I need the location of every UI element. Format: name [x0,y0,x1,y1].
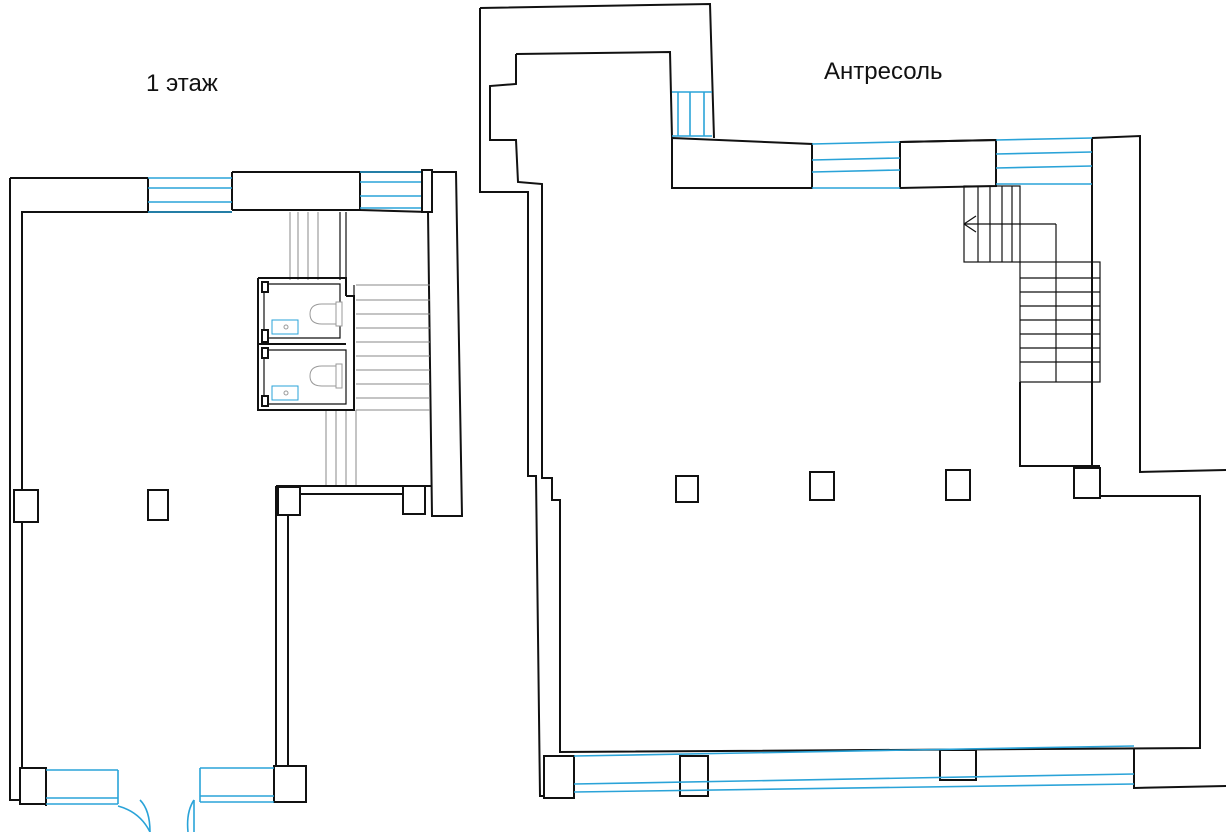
mezzanine-outer-wall [479,2,1226,797]
floor1-wc-block [257,277,355,411]
floor1-column [273,765,307,803]
mezzanine-bottom-window [573,745,1135,793]
mezzanine-column [809,471,835,501]
mezzanine-window-top-1 [811,141,901,189]
floor1-title: 1 этаж [146,70,218,97]
floor1-plan [9,169,464,832]
toilet-icon [309,365,337,387]
floor1-entrance-door [117,799,195,832]
floor1-staircase [289,212,430,486]
toilet-icon [309,303,337,325]
floor1-corner-pier [421,169,433,213]
floor1-partition [275,485,432,770]
floor1-column [402,485,426,515]
floor1-column [277,486,301,516]
mezzanine-top-wall [671,136,997,190]
floor1-column [13,489,39,523]
floor1-bottom-window-right [199,767,274,803]
mezzanine-staircase [963,185,1101,467]
floor1-top-window-2 [360,171,422,209]
mezzanine-column [675,475,699,503]
mezzanine-title: Антресоль [824,58,943,85]
floor1-top-window-1 [148,177,232,213]
mezzanine-column [543,755,575,799]
mezzanine-inner-wall [489,50,1201,754]
floor1-bottom-window-left [46,769,119,805]
mezzanine-column [939,749,977,781]
mezzanine-window-top-small [672,91,712,137]
mezzanine-plan [479,2,1226,799]
floor1-column [147,489,169,521]
floor1-outer-wall [9,171,464,806]
mezzanine-column [1073,467,1101,499]
mezzanine-column [945,469,971,501]
floor1-column [19,767,47,805]
mezzanine-column [679,755,709,797]
mezzanine-window-top-2 [995,137,1093,185]
